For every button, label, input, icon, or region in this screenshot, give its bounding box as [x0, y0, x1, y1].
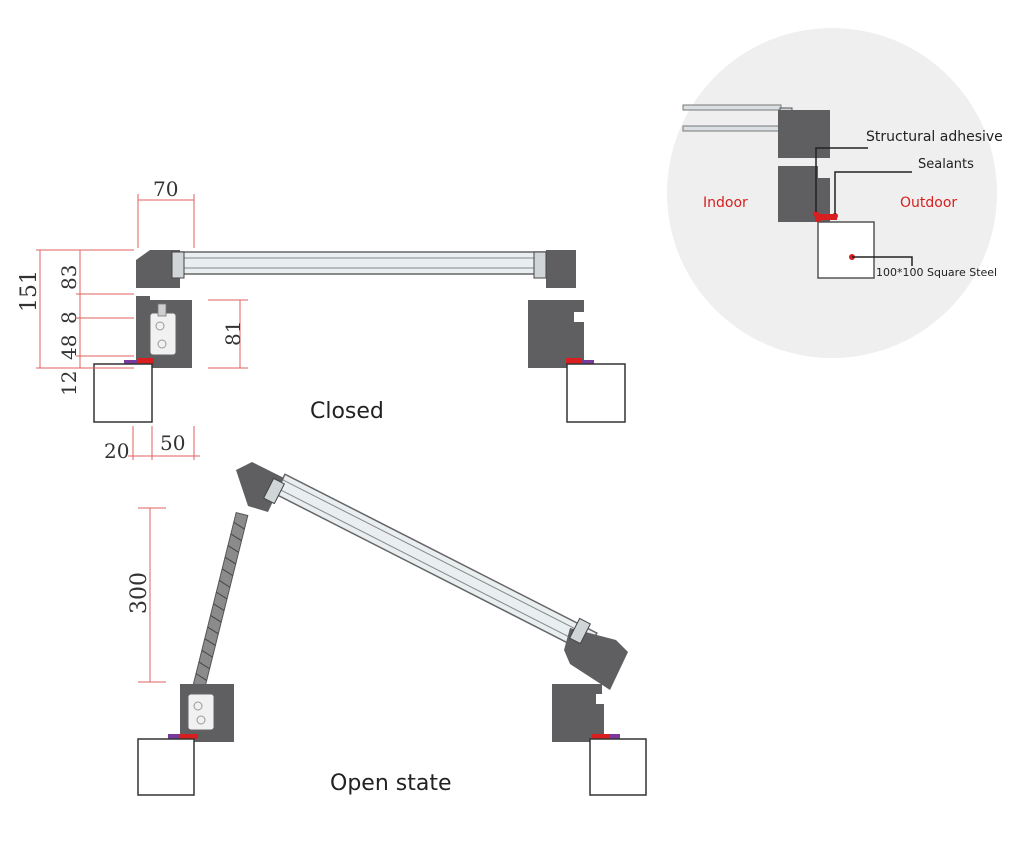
detail-sash-profile [778, 110, 830, 158]
closed-state-section: 70 151 83 8 48 12 81 20 50 Closed [17, 177, 626, 463]
sealants-label: Sealants [918, 157, 974, 172]
detail-frame-profile [778, 166, 830, 222]
adhesive-point [813, 211, 819, 217]
closed-right-frame [528, 300, 584, 368]
detail-square-steel [817, 221, 875, 279]
detail-sealant [821, 214, 837, 220]
dim-bottom-right: 50 [160, 431, 185, 455]
closed-left-sealant [124, 360, 138, 364]
closed-caption: Closed [310, 399, 384, 424]
indoor-label: Indoor [703, 195, 748, 211]
closed-left-steel [93, 363, 153, 423]
open-right-frame [552, 684, 604, 742]
dim-h2: 8 [57, 311, 81, 324]
open-caption: Open state [330, 771, 451, 796]
closed-glass-panel [177, 251, 549, 275]
detail-circle [667, 28, 997, 358]
detail-glass-bottom [682, 125, 782, 132]
dim-top-width: 70 [153, 177, 178, 201]
open-dimension-lines [138, 507, 166, 683]
square-steel-label: 100*100 Square Steel [876, 266, 997, 279]
dim-h4: 12 [57, 371, 81, 396]
closed-left-sash [136, 250, 180, 288]
closed-right-adhesive [566, 358, 582, 364]
structural-adhesive-label: Structural adhesive [866, 129, 1003, 145]
open-state-section: 300 Open state [127, 462, 647, 796]
detail-glass-top [682, 104, 782, 111]
open-left-sealant [168, 734, 180, 739]
closed-dimension-lines [36, 194, 248, 460]
dim-opening: 81 [221, 321, 245, 346]
closed-left-adhesive [138, 358, 154, 364]
dim-stroke: 300 [127, 572, 152, 614]
detail-view: Structural adhesive Sealants 100*100 Squ… [667, 28, 1003, 358]
closed-left-bracket [149, 312, 177, 356]
dim-h3: 48 [57, 335, 81, 360]
closed-left-clip [171, 251, 185, 279]
open-right-steel [589, 738, 647, 796]
steel-leader [852, 256, 913, 266]
sealant-point [832, 213, 838, 219]
open-right-sealant [610, 734, 620, 739]
outdoor-label: Outdoor [900, 195, 957, 211]
dim-h1: 83 [57, 265, 81, 290]
closed-right-clip [533, 251, 547, 279]
open-right-adhesive [592, 734, 610, 739]
sealant-leader [834, 171, 912, 214]
open-left-steel [137, 738, 195, 796]
detail-adhesive [815, 214, 821, 222]
open-left-bracket [187, 693, 215, 731]
adhesive-leader [815, 147, 868, 212]
dim-bottom-left: 20 [104, 439, 129, 463]
closed-right-steel [566, 363, 626, 423]
open-glass-panel [273, 473, 598, 654]
open-actuator-screw [192, 511, 249, 689]
open-left-adhesive [180, 734, 198, 739]
dim-total-height: 151 [17, 270, 42, 312]
closed-right-sealant [582, 360, 594, 364]
